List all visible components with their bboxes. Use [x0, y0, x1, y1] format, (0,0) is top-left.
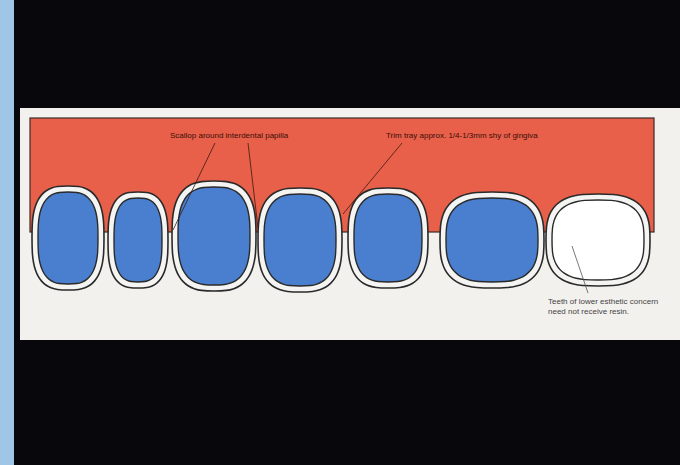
tooth-outline — [108, 192, 168, 288]
uncoated-tooth — [552, 200, 644, 280]
leader-line — [248, 143, 258, 228]
tooth-rim — [172, 181, 256, 291]
tooth-outline — [32, 186, 104, 290]
leader-line — [343, 143, 402, 214]
white-panel — [20, 108, 680, 340]
tooth-rim — [348, 188, 428, 288]
slide-edge — [0, 0, 14, 465]
tooth-rim — [32, 186, 104, 290]
tooth-rim — [258, 188, 342, 292]
leader-lines — [173, 143, 588, 293]
annotation-label: Teeth of lower esthetic concern need not… — [548, 297, 660, 317]
resin-coated-tooth — [264, 194, 336, 286]
tooth-outline — [172, 181, 256, 291]
tooth-outline — [546, 194, 650, 286]
teeth-group — [32, 181, 650, 292]
resin-coated-tooth — [114, 198, 162, 282]
resin-coated-tooth — [354, 194, 422, 282]
resin-coated-tooth — [446, 198, 538, 282]
tooth-rim — [440, 192, 544, 288]
tooth-rim — [108, 192, 168, 288]
leader-line — [572, 246, 588, 293]
tooth-rim — [546, 194, 650, 286]
tooth-outline — [440, 192, 544, 288]
tooth-outline — [258, 188, 342, 292]
annotation-label: Scallop around interdental papilla — [170, 131, 340, 141]
leader-line — [173, 143, 215, 230]
tooth-outline — [348, 188, 428, 288]
annotation-label: Trim tray approx. 1/4-1/3mm shy of gingi… — [386, 131, 586, 141]
resin-coated-tooth — [178, 187, 250, 285]
resin-coated-tooth — [38, 192, 98, 284]
